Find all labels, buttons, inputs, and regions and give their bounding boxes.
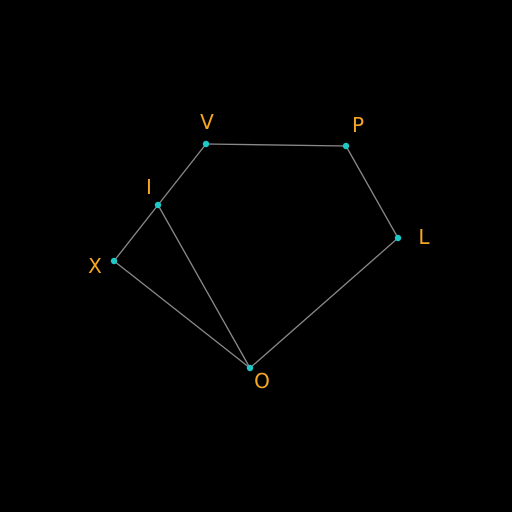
point-i (154, 201, 162, 209)
point-v (202, 140, 210, 148)
point-x (110, 257, 118, 265)
point-label-p: P (352, 113, 364, 137)
point-label-o: O (254, 369, 270, 393)
points-group (110, 140, 402, 372)
edge-p-l (345, 145, 399, 239)
point-label-x: X (88, 254, 102, 278)
edge-i-v (157, 143, 207, 206)
point-label-l: L (418, 225, 430, 249)
point-label-i: I (146, 175, 152, 199)
edge-o-x (113, 260, 251, 369)
labels-group: V P L O X I (88, 110, 430, 393)
edge-l-o (249, 237, 399, 369)
point-label-v: V (200, 110, 214, 134)
edge-v-p (205, 143, 347, 147)
point-o (246, 364, 254, 372)
edge-i-o (157, 204, 251, 369)
edges-group (113, 143, 399, 369)
edge-x-i (113, 204, 159, 262)
point-p (342, 142, 350, 150)
point-l (394, 234, 402, 242)
